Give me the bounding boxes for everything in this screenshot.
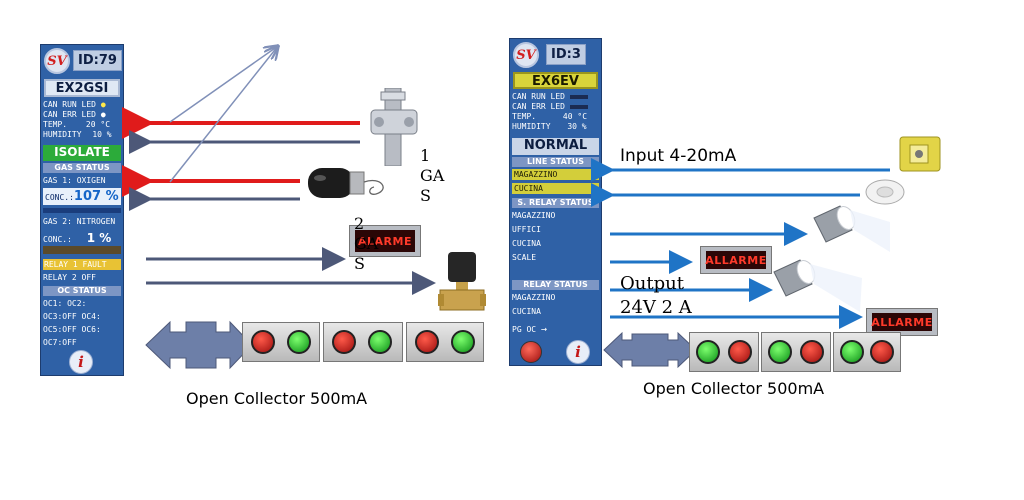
green-lamp-icon — [451, 330, 475, 354]
device-state: ISOLATE — [43, 145, 121, 161]
open-collector-label-right: Open Collector 500mA — [643, 379, 825, 398]
status-row-can-err: CAN ERR LED — [512, 102, 588, 111]
pg-oc-label: PG OC → — [512, 324, 547, 335]
solenoid-valve-icon — [438, 252, 486, 311]
bidirectional-connector — [145, 320, 253, 370]
lamp-group — [323, 322, 403, 362]
right-device-panel: SV ID:3 EX6EV CAN RUN LED CAN ERR LED TE… — [509, 38, 602, 366]
relay-status2-header: RELAY STATUS — [512, 280, 599, 290]
thin-arrow — [169, 46, 278, 183]
relay2-item: CUCINA — [512, 307, 541, 316]
alarm-sign: ALLARME — [866, 308, 938, 336]
green-lamp-icon — [368, 330, 392, 354]
lamp-group — [833, 332, 901, 372]
open-collector-label-left: Open Collector 500mA — [186, 389, 368, 408]
device-model: EX6EV — [513, 72, 598, 89]
relay-item: SCALE — [512, 253, 537, 262]
spotlight-icon — [773, 259, 862, 312]
left-device-panel: SV ID:79 EX2GSI CAN RUN LED ● CAN ERR LE… — [40, 44, 124, 376]
status-row-temp: TEMP. 20 °C — [43, 120, 111, 129]
relay-item: UFFICI — [512, 225, 541, 234]
thin-arrow — [169, 46, 278, 123]
red-lamp-icon — [415, 330, 439, 354]
pipe-gas-sensor-icon — [370, 88, 418, 166]
device-model: EX2GSI — [44, 79, 120, 97]
oc-row: OC5:OFF OC6: — [43, 325, 101, 334]
relay-item: MAGAZZINO — [512, 211, 556, 220]
lamp-group — [761, 332, 831, 372]
gas2-conc: CONC.: 1 % — [43, 231, 112, 245]
green-lamp-icon — [696, 340, 720, 364]
gas2-name: GAS 2: NITROGEN — [43, 217, 116, 226]
status-row-humidity: HUMIDITY 10 % — [43, 130, 112, 139]
status-row-temp: TEMP. 40 °C — [512, 112, 588, 121]
record-button[interactable] — [520, 341, 542, 363]
status-row-can-err: CAN ERR LED ● — [43, 110, 106, 119]
info-icon[interactable]: i — [566, 340, 590, 364]
red-lamp-icon — [332, 330, 356, 354]
device-id: ID:79 — [73, 50, 122, 71]
gas-status-header: GAS STATUS — [43, 163, 121, 173]
relay-status-header: S. RELAY STATUS — [512, 198, 599, 208]
info-icon[interactable]: i — [69, 350, 93, 374]
lamp-group — [689, 332, 759, 372]
red-lamp-icon — [870, 340, 894, 364]
spotlight-icon — [813, 205, 890, 252]
line-item: MAGAZZINO — [512, 169, 599, 180]
oc-row: OC1: OC2: — [43, 299, 87, 308]
gas2-bar — [43, 246, 121, 254]
gas1-name: GAS 1: OXIGEN — [43, 176, 106, 185]
relay2-item: MAGAZZINO — [512, 293, 556, 302]
green-lamp-icon — [768, 340, 792, 364]
relay1-status: RELAY 1 FAULT — [43, 259, 121, 270]
input-label: Input 4-20mA — [620, 146, 737, 166]
relay-item: CUCINA — [512, 239, 541, 248]
lamp-group — [406, 322, 484, 362]
device-state: NORMAL — [512, 138, 599, 155]
relay2-status: RELAY 2 OFF — [43, 273, 96, 282]
line-status-header: LINE STATUS — [512, 157, 599, 167]
alarm-sign: ALLARME — [700, 246, 772, 274]
green-lamp-icon — [840, 340, 864, 364]
bidirectional-connector — [603, 331, 697, 369]
oc-row: OC7:OFF — [43, 338, 77, 347]
device-id: ID:3 — [546, 44, 586, 65]
status-row-can-run: CAN RUN LED ● — [43, 100, 106, 109]
green-lamp-icon — [287, 330, 311, 354]
red-lamp-icon — [251, 330, 275, 354]
sv-logo: SV — [513, 42, 539, 68]
gas1-bar — [43, 208, 121, 213]
lamp-group — [242, 322, 320, 362]
oc-row: OC3:OFF OC4: — [43, 312, 101, 321]
red-lamp-icon — [800, 340, 824, 364]
line-item: CUCINA — [512, 183, 599, 194]
status-row-humidity: HUMIDITY 30 % — [512, 122, 587, 131]
red-lamp-icon — [728, 340, 752, 364]
oc-status-header: OC STATUS — [43, 286, 121, 296]
smoke-detector-icon — [865, 179, 905, 205]
status-row-can-run: CAN RUN LED — [512, 92, 588, 101]
gas-sensor-icon — [308, 168, 384, 198]
transmitter-icon — [899, 136, 941, 172]
gas1-conc: CONC.:107 % — [43, 188, 121, 205]
sv-logo: SV — [44, 48, 70, 74]
alarm-sign: ALARME — [349, 225, 421, 257]
